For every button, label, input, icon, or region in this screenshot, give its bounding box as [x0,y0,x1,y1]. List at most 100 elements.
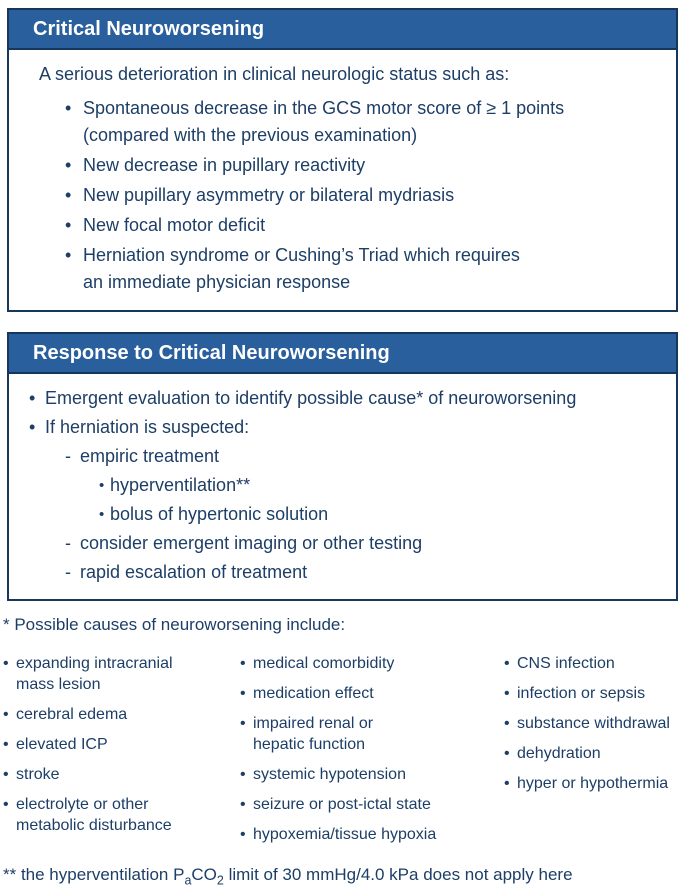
list-item-text: cerebral edema [16,706,128,723]
bullet-icon: • [3,655,9,672]
bullet-icon: • [65,185,72,205]
list-item-text: hyper or hypothermia [517,775,669,792]
list-item: - rapid escalation of treatment [29,559,660,586]
list-item-text: hypoxemia/tissue hypoxia [253,826,437,843]
list-item: • cerebral edema [3,704,240,725]
list-item: • If herniation is suspected: [29,414,660,441]
small-bullet-icon: • [99,506,105,523]
causes-list-2: • medical comorbidity • medication effec… [240,653,504,845]
critical-neuroworsening-header: Critical Neuroworsening [9,10,676,50]
critical-bullet-list: • Spontaneous decrease in the GCS motor … [39,95,660,296]
list-item: • hypoxemia/tissue hypoxia [240,824,504,845]
list-item-text: stroke [16,766,60,783]
subscript-2: 2 [216,873,224,887]
bullet-icon: • [65,98,72,118]
list-item-text: medical comorbidity [253,655,395,672]
list-item: • CNS infection [504,653,682,674]
list-item: • substance withdrawal [504,713,682,734]
list-item-text: medication effect [253,685,374,702]
panel-title-critical: Critical Neuroworsening [33,18,265,40]
bullet-icon: • [240,715,246,732]
bullet-icon: • [504,715,510,732]
critical-neuroworsening-body: A serious deterioration in clinical neur… [9,50,676,310]
list-item-text: Herniation syndrome or Cushing’s Triad w… [83,245,520,292]
causes-list-1: • expanding intracranial mass lesion • c… [3,653,240,836]
bullet-icon: • [3,706,9,723]
bullet-icon: • [504,745,510,762]
list-item: • expanding intracranial mass lesion [3,653,240,695]
list-item: • New focal motor deficit [65,212,660,239]
list-item: - consider emergent imaging or other tes… [29,530,660,557]
list-item: - empiric treatment [29,443,660,470]
list-item-text: bolus of hypertonic solution [110,504,329,524]
panel-title-response: Response to Critical Neuroworsening [33,342,390,364]
list-item-text: New pupillary asymmetry or bilateral myd… [83,185,455,205]
list-item-text: consider emergent imaging or other testi… [80,533,423,553]
list-item: • elevated ICP [3,734,240,755]
causes-columns: • expanding intracranial mass lesion • c… [3,653,682,854]
list-item-text: If herniation is suspected: [45,417,250,437]
list-item: • Herniation syndrome or Cushing’s Triad… [65,242,660,296]
list-item: • impaired renal or hepatic function [240,713,504,755]
bullet-icon: • [3,766,9,783]
list-item: • Emergent evaluation to identify possib… [29,385,660,412]
list-item: • infection or sepsis [504,683,682,704]
list-item: • New pupillary asymmetry or bilateral m… [65,182,660,209]
dash-icon: - [65,533,71,553]
small-bullet-icon: • [99,477,105,494]
bullet-icon: • [240,826,246,843]
bullet-icon: • [240,766,246,783]
list-item-text: empiric treatment [80,446,220,466]
response-list: • Emergent evaluation to identify possib… [29,385,660,586]
response-panel-body: • Emergent evaluation to identify possib… [9,374,676,599]
list-item: • dehydration [504,743,682,764]
bullet-icon: • [504,775,510,792]
causes-column-1: • expanding intracranial mass lesion • c… [3,653,240,854]
critical-neuroworsening-panel: Critical Neuroworsening A serious deteri… [7,8,678,312]
list-item-text: systemic hypotension [253,766,406,783]
footnote-text-part1: ** the hyperventilation P [3,865,185,884]
list-item-text: elevated ICP [16,736,108,753]
list-item: • seizure or post-ictal state [240,794,504,815]
list-item: • medication effect [240,683,504,704]
list-item: • New decrease in pupillary reactivity [65,152,660,179]
bullet-icon: • [504,685,510,702]
list-item-text: substance withdrawal [517,715,670,732]
bullet-icon: • [65,215,72,235]
list-item: • medical comorbidity [240,653,504,674]
list-item-text: CNS infection [517,655,615,672]
list-item: • systemic hypotension [240,764,504,785]
critical-intro-text: A serious deterioration in clinical neur… [39,64,510,84]
bullet-icon: • [65,245,72,265]
causes-list-3: • CNS infection • infection or sepsis • … [504,653,682,794]
list-item-text: expanding intracranial mass lesion [16,655,173,693]
subscript-a: a [184,873,192,887]
list-item-text: electrolyte or other metabolic disturban… [16,796,172,834]
possible-causes-footnote: * Possible causes of neuroworsening incl… [3,615,346,634]
bullet-icon: • [240,796,246,813]
footnote-text-part2: CO [191,865,217,884]
bullet-icon: • [29,388,36,408]
list-item-text: dehydration [517,745,601,762]
bullet-icon: • [65,155,72,175]
list-item-text: Emergent evaluation to identify possible… [45,388,577,408]
list-item: • electrolyte or other metabolic disturb… [3,794,240,836]
list-item: • Spontaneous decrease in the GCS motor … [65,95,660,149]
list-item-text: seizure or post-ictal state [253,796,431,813]
response-panel-header: Response to Critical Neuroworsening [9,334,676,374]
footnote-text-part3: limit of 30 mmHg/4.0 kPa does not apply … [223,865,573,884]
list-item: • hyper or hypothermia [504,773,682,794]
list-item-text: infection or sepsis [517,685,646,702]
list-item: • bolus of hypertonic solution [29,501,660,528]
list-item-text: New decrease in pupillary reactivity [83,155,366,175]
dash-icon: - [65,562,71,582]
causes-column-3: • CNS infection • infection or sepsis • … [504,653,682,854]
bullet-icon: • [3,796,9,813]
list-item-text: New focal motor deficit [83,215,266,235]
list-item-text: impaired renal or hepatic function [253,715,374,753]
bullet-icon: • [3,736,9,753]
causes-column-2: • medical comorbidity • medication effec… [240,653,504,854]
list-item-text: Spontaneous decrease in the GCS motor sc… [83,98,565,145]
dash-icon: - [65,446,71,466]
